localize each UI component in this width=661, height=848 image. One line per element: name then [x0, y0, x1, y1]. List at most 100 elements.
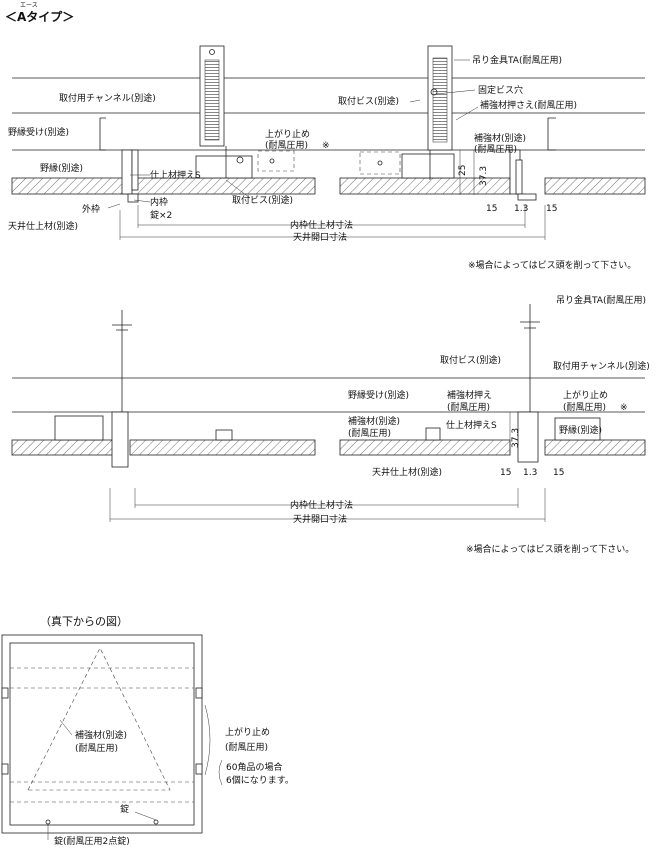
- leader-reinforce-holder: [455, 106, 479, 121]
- label-reinforce: 補強材(別途): [474, 132, 526, 144]
- s2-ceiling-c: [339, 439, 511, 456]
- s3-dome-l1: [1, 687, 9, 699]
- label-agari-dome-sub: (耐風圧用): [265, 139, 308, 151]
- s2-label-reinforce-holder-sub: (耐風圧用): [447, 401, 490, 413]
- s2-label-opening-dim: 天井開口寸法: [293, 513, 347, 525]
- nobuchi-uke-bracket: [99, 117, 106, 151]
- label-screw-bottom: 取付ビス(別途): [232, 194, 293, 206]
- s2-label-dim-15b: 15: [553, 468, 564, 478]
- agari-dome-dot-left: [269, 158, 275, 164]
- s3-dome-r2: [195, 763, 203, 775]
- s3-label-agari-dome: 上がり止め: [225, 726, 270, 738]
- outer-frame-left: [121, 149, 133, 195]
- s2-label-reinforce-sub: (耐風圧用): [348, 427, 391, 439]
- s2-nobuchi-box: [554, 417, 601, 441]
- lock-block: [127, 193, 139, 203]
- s3-label-reinforce: 補強材(別途): [75, 729, 127, 741]
- s2-label-ceiling-finish: 天井仕上材(別途): [372, 466, 442, 478]
- s3-brace: [204, 704, 211, 776]
- label-inner-dim: 内枠仕上材寸法: [290, 219, 353, 231]
- s3-label-count-note1: 60角品の場合: [226, 761, 282, 773]
- label-reinforce-holder: 補強材押さえ(耐風圧用): [480, 99, 577, 111]
- label-lock: 錠×2: [150, 209, 172, 221]
- s3-brace-note: [218, 759, 223, 786]
- label-dim-15a: 15: [486, 204, 497, 214]
- agari-dome-dashed-left: [257, 150, 295, 172]
- s2-label-agari-dome: 上がり止め: [563, 389, 608, 401]
- s3-lock-b: [153, 819, 159, 825]
- label-dim-373: 37.3: [479, 166, 489, 186]
- s2-label-screw: 取付ビス(別途): [440, 354, 501, 366]
- s2-frame-left: [111, 411, 129, 468]
- s2-frame-right: [517, 411, 539, 463]
- label-channel: 取付用チャンネル(別途): [59, 92, 156, 104]
- s3-lock-a: [45, 819, 51, 825]
- agari-dome-dashed-right: [359, 151, 401, 175]
- s2-shiage-osae-block: [425, 427, 441, 441]
- s3-label-lock2: 錠(耐風圧用2点錠): [54, 835, 130, 847]
- s2-label-reinforce: 補強材(別途): [348, 415, 400, 427]
- channel-bracket-right: [547, 117, 556, 151]
- s3-label-lock: 錠: [120, 803, 129, 815]
- s2-hanger-nut-right: [520, 321, 540, 329]
- s3-subtitle: （真下からの図）: [40, 614, 128, 628]
- label-ceiling-finish: 天井仕上材(別途): [8, 220, 78, 232]
- agari-dome-dot-right: [377, 160, 383, 166]
- note-screw-top: ※場合によってはビス頭を削って下さい。: [468, 259, 636, 271]
- leader-fixed-screw: [435, 89, 476, 95]
- title-ruby: エース: [20, 2, 38, 9]
- s2-label-dim-15a: 15: [500, 468, 511, 478]
- s2-label-reinforce-holder: 補強材押え: [447, 389, 492, 401]
- s2-ceiling-a: [11, 439, 121, 456]
- s3-label-agari-dome-sub: (耐風圧用): [225, 741, 268, 753]
- s2-label-hanger: 吊り金具TA(耐風圧用): [556, 294, 646, 306]
- s3-dome-l2: [1, 763, 9, 775]
- reinforce-holder-left: [195, 155, 253, 179]
- s2-label-dim-13: 1.3: [523, 468, 537, 478]
- label-reinforce-sub: (耐風圧用): [474, 143, 517, 155]
- label-dim-13: 1.3: [514, 204, 528, 214]
- leader-sotowaku: [107, 203, 121, 209]
- s2-ceiling-b: [129, 439, 316, 456]
- label-dim-15b: 15: [546, 204, 557, 214]
- s2-label-inner-dim: 内枠仕上材寸法: [290, 499, 353, 511]
- hanger-ruler-left: [204, 59, 220, 141]
- ceiling-right-b: [544, 177, 646, 195]
- s2-agari-dome-left: [215, 429, 233, 441]
- s2-label-channel: 取付用チャンネル(別途): [553, 360, 650, 372]
- leader-screw-bottom: [225, 179, 251, 199]
- s2-hanger-nut-left: [112, 324, 132, 331]
- header: エース ＜Aタイプ＞: [5, 2, 74, 24]
- hanger-ruler-right: [432, 57, 448, 143]
- leader-screw-left: [409, 99, 421, 103]
- label-hanger: 吊り金具TA(耐風圧用): [472, 54, 562, 66]
- s2-label-nobuchi: 野縁(別途): [559, 424, 602, 436]
- s2-label-asterisk: ※: [620, 403, 628, 413]
- s2-reinforce-box-left: [54, 415, 104, 441]
- s2-ceiling-d: [544, 439, 646, 456]
- s2-note-screw: ※場合によってはビス頭を削って下さい。: [466, 543, 634, 555]
- s3-inner-frame: [9, 642, 195, 826]
- screw-head-left: [236, 156, 244, 164]
- label-shiage-osae: 仕上材押えS: [150, 169, 201, 181]
- page-title: ＜Aタイプ＞: [5, 9, 74, 24]
- section1-elevation: 取付用チャンネル(別途) 野縁受け(別途) 野縁(別途) 仕上材押えS 外枠 内…: [8, 45, 646, 271]
- s3-dome-r1: [195, 687, 203, 699]
- s2-label-nobuchi-uke: 野縁受け(別途): [348, 389, 409, 401]
- s2-label-shiage-osae: 仕上材押えS: [446, 419, 497, 431]
- inner-frame-left: [131, 149, 139, 191]
- label-nobuchi-uke: 野縁受け(別途): [8, 126, 69, 138]
- s3-label-count-note2: 6個になります。: [226, 774, 294, 786]
- s3-leader-reinforce: [59, 719, 73, 736]
- label-nobuchi: 野縁(別途): [40, 162, 83, 174]
- s3-outer-frame: [1, 634, 203, 834]
- frame-foot-right: [517, 193, 537, 201]
- section3-plan: （真下からの図） 補強材(別途) (耐風圧用) 上がり止め (耐風圧用) 60角…: [1, 614, 294, 847]
- section2-elevation: 吊り金具TA(耐風圧用) 取付ビス(別途) 取付用チャンネル(別途) 野縁受け(…: [11, 294, 650, 555]
- inner-frame-right: [515, 159, 523, 195]
- label-screw-left: 取付ビス(別途): [338, 95, 399, 107]
- label-uchiwaku: 内枠: [150, 196, 168, 208]
- s2-label-dim-373: 37.3: [511, 428, 521, 448]
- label-asterisk: ※: [322, 141, 330, 151]
